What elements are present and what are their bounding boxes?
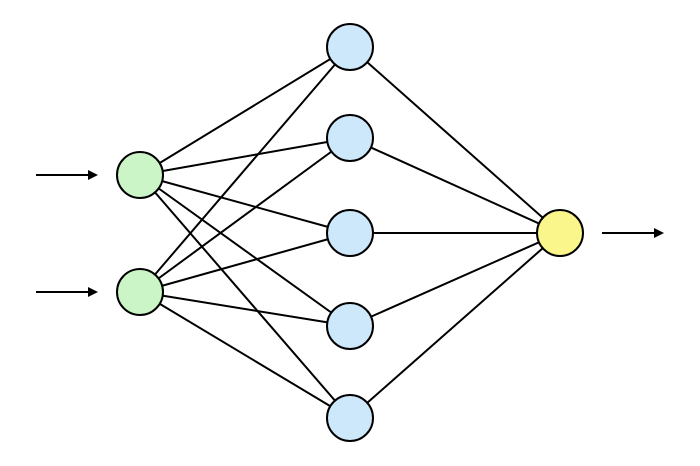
hidden-node-5 <box>326 394 374 442</box>
connection-input-1-to-hidden-2 <box>139 137 351 176</box>
connection-input-2-to-hidden-5 <box>139 291 351 419</box>
hidden-node-4 <box>326 302 374 350</box>
arrows-group <box>36 170 664 297</box>
connection-input-2-to-hidden-2 <box>139 137 351 293</box>
connection-hidden-4-to-output-1 <box>349 232 561 327</box>
input-node-2 <box>116 268 164 316</box>
connection-input-1-to-hidden-1 <box>139 46 351 176</box>
input-node-1 <box>116 151 164 199</box>
connection-input-1-to-hidden-5 <box>139 174 351 419</box>
connections-group <box>139 46 561 419</box>
connection-input-1-to-hidden-4 <box>139 174 351 327</box>
connection-hidden-2-to-output-1 <box>349 137 561 234</box>
connection-input-2-to-hidden-1 <box>139 46 351 293</box>
hidden-node-2 <box>326 114 374 162</box>
output-node-1 <box>536 209 584 257</box>
connection-input-1-to-hidden-3 <box>139 174 351 234</box>
hidden-node-3 <box>326 209 374 257</box>
connection-input-2-to-hidden-3 <box>139 232 351 293</box>
hidden-node-1 <box>326 23 374 71</box>
nodes-group <box>116 23 584 442</box>
connection-input-2-to-hidden-4 <box>139 291 351 327</box>
connection-hidden-1-to-output-1 <box>349 46 561 234</box>
connection-hidden-5-to-output-1 <box>349 232 561 419</box>
